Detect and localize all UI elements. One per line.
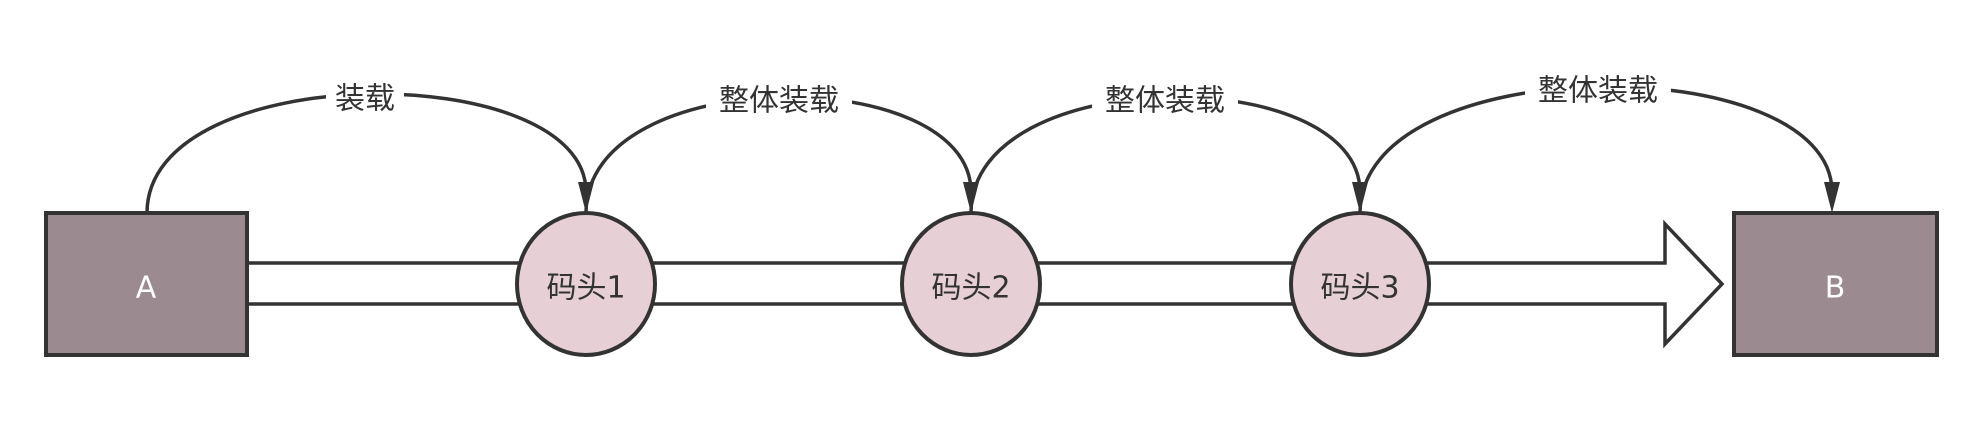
dock-node-3 — [1289, 211, 1431, 357]
node-a — [44, 211, 249, 357]
edge-label: 装载 — [335, 82, 395, 117]
node-a-label: A — [136, 271, 157, 306]
arrowhead-icon — [1824, 182, 1840, 213]
edge-label: 整体装载 — [1538, 74, 1658, 109]
edge-label: 整体装载 — [719, 84, 839, 119]
arrowhead-icon — [963, 182, 979, 213]
node-b-label: B — [1825, 271, 1846, 306]
edge-label: 整体装载 — [1105, 84, 1225, 119]
dock-label: 码头1 — [546, 271, 625, 306]
dock-label: 码头2 — [931, 271, 1010, 306]
dock-node-2 — [900, 211, 1042, 357]
arrowhead-icon — [1352, 182, 1368, 213]
node-b — [1732, 211, 1939, 357]
dock-node-1 — [515, 211, 657, 357]
arrowhead-icon — [578, 182, 594, 213]
dock-label: 码头3 — [1320, 271, 1399, 306]
